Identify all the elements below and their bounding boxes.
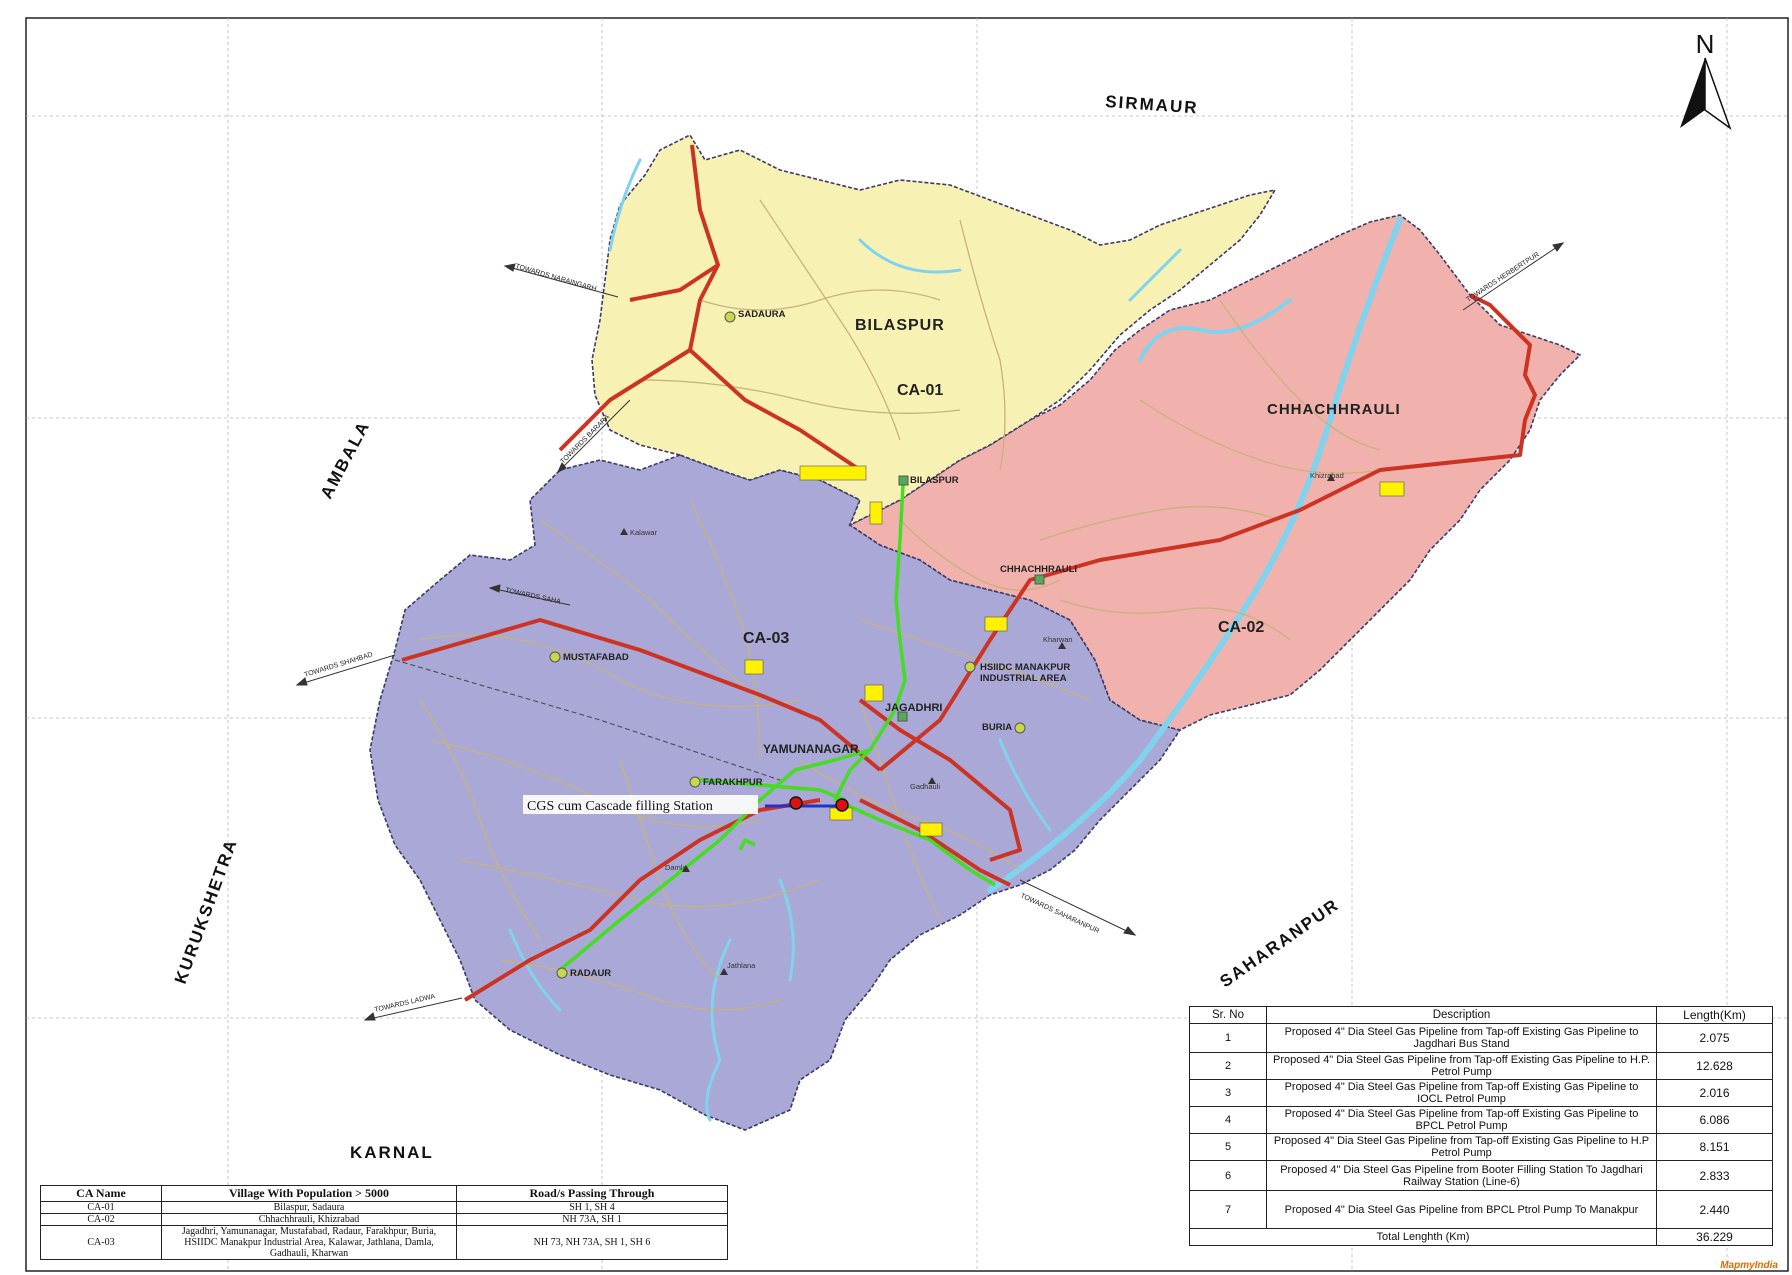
label-bilaspur-region: BILASPUR (855, 317, 945, 334)
pipeline-markers (744, 465, 1405, 837)
direction-arrows (295, 242, 1565, 1021)
label-yamunanagar: YAMUNANAGAR (763, 742, 859, 756)
row-len: 12.628 (1656, 1052, 1773, 1080)
header-length: Length(Km) (1656, 1006, 1773, 1024)
row-sr: 7 (1189, 1190, 1267, 1229)
table-row: 1 Proposed 4" Dia Steel Gas Pipeline fro… (1189, 1023, 1773, 1053)
label-gadhauli: Gadhauli (910, 782, 940, 791)
label-ca-03: CA-03 (743, 630, 789, 647)
table-row: 4 Proposed 4" Dia Steel Gas Pipeline fro… (1189, 1106, 1773, 1134)
row-sr: 2 (1189, 1052, 1267, 1080)
ca-roads: NH 73A, SH 1 (456, 1213, 728, 1226)
row-desc: Proposed 4" Dia Steel Gas Pipeline from … (1266, 1160, 1657, 1191)
header-description: Description (1266, 1006, 1657, 1024)
header-sr-no: Sr. No (1189, 1006, 1267, 1024)
label-farakhpur: FARAKHPUR (703, 777, 763, 788)
row-len: 6.086 (1656, 1106, 1773, 1134)
north-arrow-icon: N (1680, 29, 1732, 131)
table-row: 2 Proposed 4" Dia Steel Gas Pipeline fro… (1189, 1052, 1773, 1080)
label-ca-02: CA-02 (1218, 619, 1264, 636)
ca-name: CA-02 (40, 1213, 162, 1226)
row-len: 2.440 (1656, 1190, 1773, 1229)
row-desc: Proposed 4" Dia Steel Gas Pipeline from … (1266, 1023, 1657, 1053)
town-markers (549, 311, 1045, 979)
north-label: N (1696, 29, 1715, 59)
label-chhachhrauli-region: CHHACHHRAULI (1267, 401, 1401, 418)
row-desc: Proposed 4" Dia Steel Gas Pipeline from … (1266, 1106, 1657, 1134)
header-roads: Road/s Passing Through (456, 1185, 728, 1202)
label-jagadhri: JAGADHRI (885, 702, 942, 714)
ca-villages: Jagadhri, Yamunanagar, Mustafabad, Radau… (161, 1225, 457, 1260)
row-desc: Proposed 4" Dia Steel Gas Pipeline from … (1266, 1052, 1657, 1080)
row-len: 2.075 (1656, 1023, 1773, 1053)
label-hsiidc-2: INDUSTRIAL AREA (980, 673, 1067, 684)
row-len: 2.016 (1656, 1079, 1773, 1107)
row-sr: 4 (1189, 1106, 1267, 1134)
label-damla: Damla (665, 863, 688, 872)
ca-table-header: CA Name Village With Population > 5000 R… (40, 1185, 728, 1202)
row-sr: 6 (1189, 1160, 1267, 1191)
row-desc: Proposed 4" Dia Steel Gas Pipeline from … (1266, 1079, 1657, 1107)
mapmyindia-watermark: MapmyIndia (1720, 1260, 1778, 1271)
header-villages: Village With Population > 5000 (161, 1185, 457, 1202)
row-desc: Proposed 4" Dia Steel Gas Pipeline from … (1266, 1133, 1657, 1161)
ca-villages: Bilaspur, Sadaura (161, 1201, 457, 1214)
label-jathlana: Jathlana (727, 961, 756, 970)
ca-roads: SH 1, SH 4 (456, 1201, 728, 1214)
cgs-station-markers (789, 796, 849, 812)
ca-roads: NH 73, NH 73A, SH 1, SH 6 (456, 1225, 728, 1260)
pipeline-table-header: Sr. No Description Length(Km) (1189, 1006, 1773, 1024)
cgs-label-box (523, 795, 758, 814)
ca-name: CA-03 (40, 1225, 162, 1260)
table-row: 3 Proposed 4" Dia Steel Gas Pipeline fro… (1189, 1079, 1773, 1107)
label-khizrabad: Khizrabad (1310, 471, 1344, 480)
label-kalawar: Kalawar (630, 528, 658, 537)
label-kharwan: Kharwan (1043, 635, 1073, 644)
label-hsiidc-1: HSIIDC MANAKPUR (980, 662, 1070, 673)
label-mustafabad: MUSTAFABAD (563, 652, 629, 663)
row-len: 2.833 (1656, 1160, 1773, 1191)
label-radaur: RADAUR (570, 968, 611, 979)
rivers (508, 158, 1403, 1122)
charge-area-table: CA Name Village With Population > 5000 R… (40, 1185, 728, 1260)
table-row: 5 Proposed 4" Dia Steel Gas Pipeline fro… (1189, 1133, 1773, 1161)
railway-line (394, 659, 781, 781)
proposed-pipelines (558, 484, 996, 972)
pipeline-length-table: Sr. No Description Length(Km) 1 Proposed… (1189, 1006, 1773, 1246)
label-sadaura: SADAURA (738, 309, 786, 320)
table-total-row: Total Lenghth (Km) 36.229 (1189, 1228, 1773, 1246)
row-desc: Proposed 4" Dia Steel Gas Pipeline from … (1266, 1190, 1657, 1229)
region-ca-02 (848, 214, 1582, 731)
ca-name: CA-01 (40, 1201, 162, 1214)
cgs-label: CGS cum Cascade filling Station (527, 799, 713, 814)
label-bilaspur-town: BILASPUR (910, 475, 959, 486)
table-row: CA-02 Chhachhrauli, Khizrabad NH 73A, SH… (40, 1213, 728, 1226)
label-chhachhrauli-town: CHHACHHRAULI (1000, 564, 1077, 575)
table-row: 7 Proposed 4" Dia Steel Gas Pipeline fro… (1189, 1190, 1773, 1229)
label-ca-01: CA-01 (897, 382, 943, 399)
ca-villages: Chhachhrauli, Khizrabad (161, 1213, 457, 1226)
village-markers (620, 474, 1335, 975)
row-len: 8.151 (1656, 1133, 1773, 1161)
row-sr: 1 (1189, 1023, 1267, 1053)
label-buria: BURIA (982, 722, 1012, 733)
header-ca-name: CA Name (40, 1185, 162, 1202)
label-karnal: KARNAL (350, 1143, 434, 1162)
row-sr: 5 (1189, 1133, 1267, 1161)
table-row: CA-01 Bilaspur, Sadaura SH 1, SH 4 (40, 1201, 728, 1214)
table-row: 6 Proposed 4" Dia Steel Gas Pipeline fro… (1189, 1160, 1773, 1191)
total-value: 36.229 (1656, 1228, 1773, 1246)
table-row: CA-03 Jagadhri, Yamunanagar, Mustafabad,… (40, 1225, 728, 1260)
row-sr: 3 (1189, 1079, 1267, 1107)
total-label: Total Lenghth (Km) (1189, 1228, 1657, 1246)
